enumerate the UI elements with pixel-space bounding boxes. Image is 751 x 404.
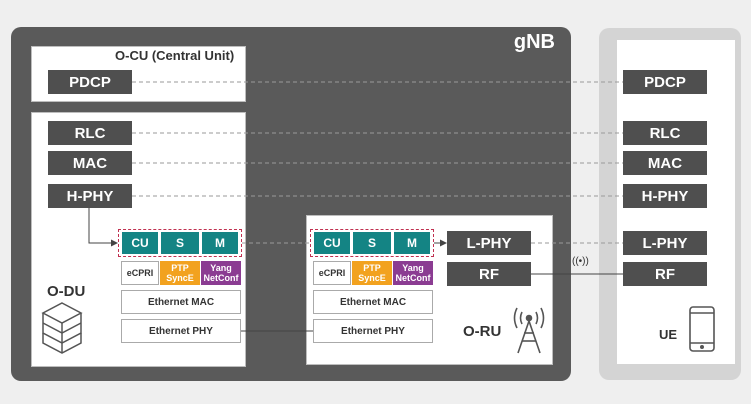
oru-m-plane: M <box>393 231 431 255</box>
oru-s-plane: S <box>352 231 392 255</box>
ue-rlc: RLC <box>623 121 707 145</box>
antenna-tower-icon <box>513 307 545 354</box>
oru-yang-netconf: Yang NetConf <box>393 261 433 285</box>
ue-hphy: H-PHY <box>623 184 707 208</box>
odu-label: O-DU <box>47 283 86 300</box>
oru-ethernet-phy: Ethernet PHY <box>313 319 433 343</box>
oru-cu-plane: CU <box>313 231 351 255</box>
odu-rlc: RLC <box>48 121 132 145</box>
ue-pdcp: PDCP <box>623 70 707 94</box>
ue-mac: MAC <box>623 151 707 175</box>
oru-label: O-RU <box>463 323 502 340</box>
gnb-label: gNB <box>513 31 555 53</box>
odu-ptp-synce: PTP SyncE <box>160 261 200 285</box>
server-stack-icon <box>41 302 83 354</box>
odu-ethernet-phy: Ethernet PHY <box>121 319 241 343</box>
oru-rf: RF <box>447 262 531 286</box>
odu-cu-plane: CU <box>121 231 159 255</box>
ocu-pdcp: PDCP <box>48 70 132 94</box>
odu-ethernet-mac: Ethernet MAC <box>121 290 241 314</box>
wireless-signal-icon: ((•)) <box>572 256 589 267</box>
odu-plane-group <box>118 229 242 257</box>
odu-m-plane: M <box>201 231 239 255</box>
oru-plane-group <box>310 229 434 257</box>
smartphone-icon <box>689 306 715 352</box>
ocu-title: O-CU (Central Unit) <box>115 48 235 63</box>
ue-lphy: L-PHY <box>623 231 707 255</box>
oru-lphy: L-PHY <box>447 231 531 255</box>
odu-ecpri: eCPRI <box>121 261 159 285</box>
odu-s-plane: S <box>160 231 200 255</box>
oru-ethernet-mac: Ethernet MAC <box>313 290 433 314</box>
ue-label: UE <box>659 327 678 342</box>
ue-rf: RF <box>623 262 707 286</box>
odu-yang-netconf: Yang NetConf <box>201 261 241 285</box>
oru-ecpri: eCPRI <box>313 261 351 285</box>
oru-ptp-synce: PTP SyncE <box>352 261 392 285</box>
odu-hphy: H-PHY <box>48 184 132 208</box>
odu-mac: MAC <box>48 151 132 175</box>
